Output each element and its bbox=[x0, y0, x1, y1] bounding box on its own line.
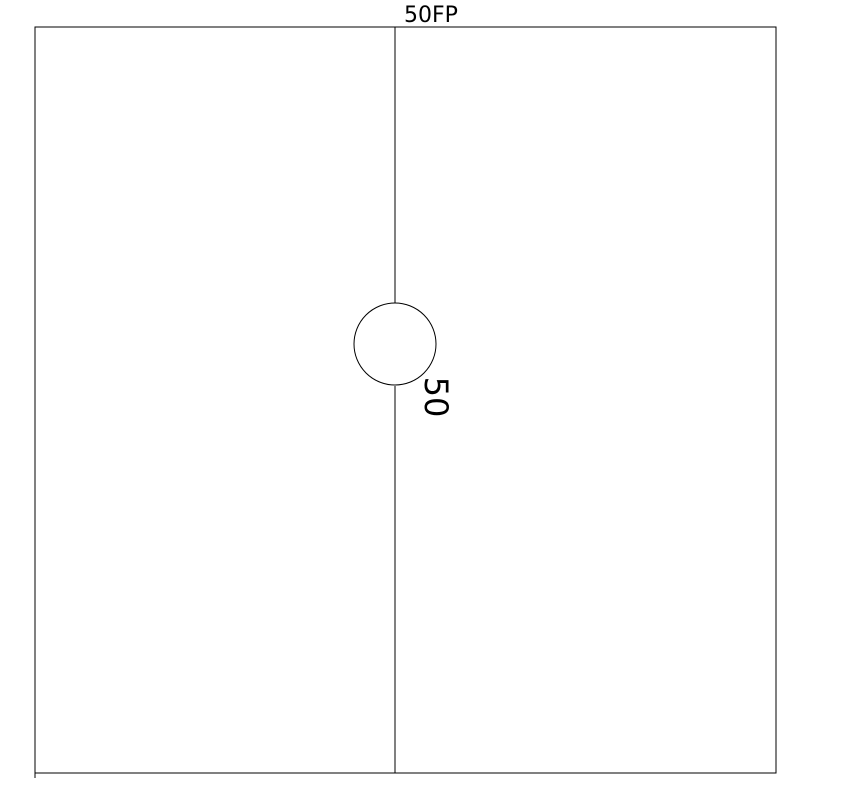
marker-label: 50 bbox=[417, 377, 455, 418]
diagram-title: 50FP bbox=[404, 3, 458, 28]
center-circle-marker bbox=[353, 302, 437, 386]
outer-frame bbox=[34, 26, 777, 774]
